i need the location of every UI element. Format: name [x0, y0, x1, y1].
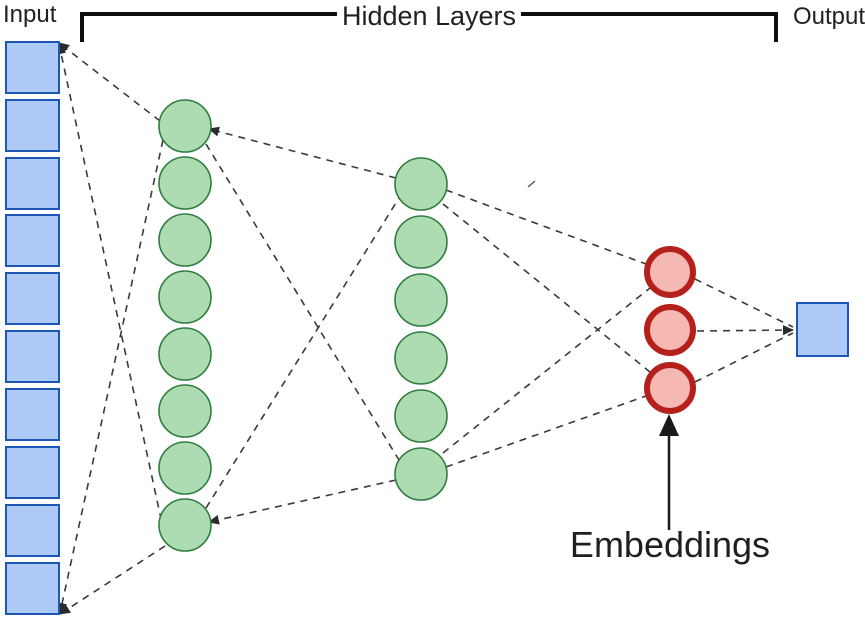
connector-line — [696, 325, 794, 336]
hidden2-node — [394, 157, 448, 211]
connector-lines — [56, 42, 794, 615]
stray-tick — [527, 180, 536, 188]
connector-line — [59, 545, 166, 615]
connector-line — [442, 203, 651, 373]
input-node — [5, 272, 60, 325]
hidden1-node — [158, 384, 212, 438]
hidden2-node — [394, 447, 448, 501]
input-node — [5, 446, 60, 499]
embeddings-arrowhead — [659, 414, 679, 436]
input-node — [5, 214, 60, 267]
connector-line — [694, 332, 794, 383]
connector-line — [208, 479, 397, 525]
hidden1-node — [158, 327, 212, 381]
connector-line — [445, 189, 647, 265]
connector-line — [694, 278, 794, 328]
embedding-node — [644, 304, 696, 356]
hidden1-node — [158, 156, 212, 210]
hidden-layers-label: Hidden Layers — [336, 1, 522, 33]
input-node — [5, 41, 60, 94]
input-node — [5, 504, 60, 557]
input-label: Input — [3, 1, 57, 28]
connector-line — [445, 395, 647, 468]
embedding-node — [644, 246, 696, 298]
embeddings-label: Embeddings — [569, 524, 771, 565]
input-node — [5, 330, 60, 383]
connector-line — [56, 43, 165, 534]
hidden1-node — [158, 99, 212, 153]
hidden1-node — [158, 441, 212, 495]
embedding-node — [644, 362, 696, 414]
connector-line — [58, 42, 161, 122]
hidden2-node — [394, 389, 448, 443]
input-node — [5, 157, 60, 210]
connector-line — [442, 287, 651, 454]
output-node — [796, 302, 849, 357]
input-node — [5, 562, 60, 615]
hidden2-node — [394, 215, 448, 269]
hidden1-node — [158, 498, 212, 552]
hidden2-node — [394, 331, 448, 385]
connector-line — [57, 139, 164, 614]
network-nodes — [5, 41, 849, 615]
connector-line — [205, 197, 400, 509]
hidden1-node — [158, 270, 212, 324]
input-node — [5, 99, 60, 152]
hidden2-node — [394, 273, 448, 327]
output-label: Output — [793, 3, 865, 30]
connector-line — [208, 126, 397, 179]
hidden1-node — [158, 213, 212, 267]
input-node — [5, 388, 60, 441]
connector-line — [205, 143, 400, 461]
